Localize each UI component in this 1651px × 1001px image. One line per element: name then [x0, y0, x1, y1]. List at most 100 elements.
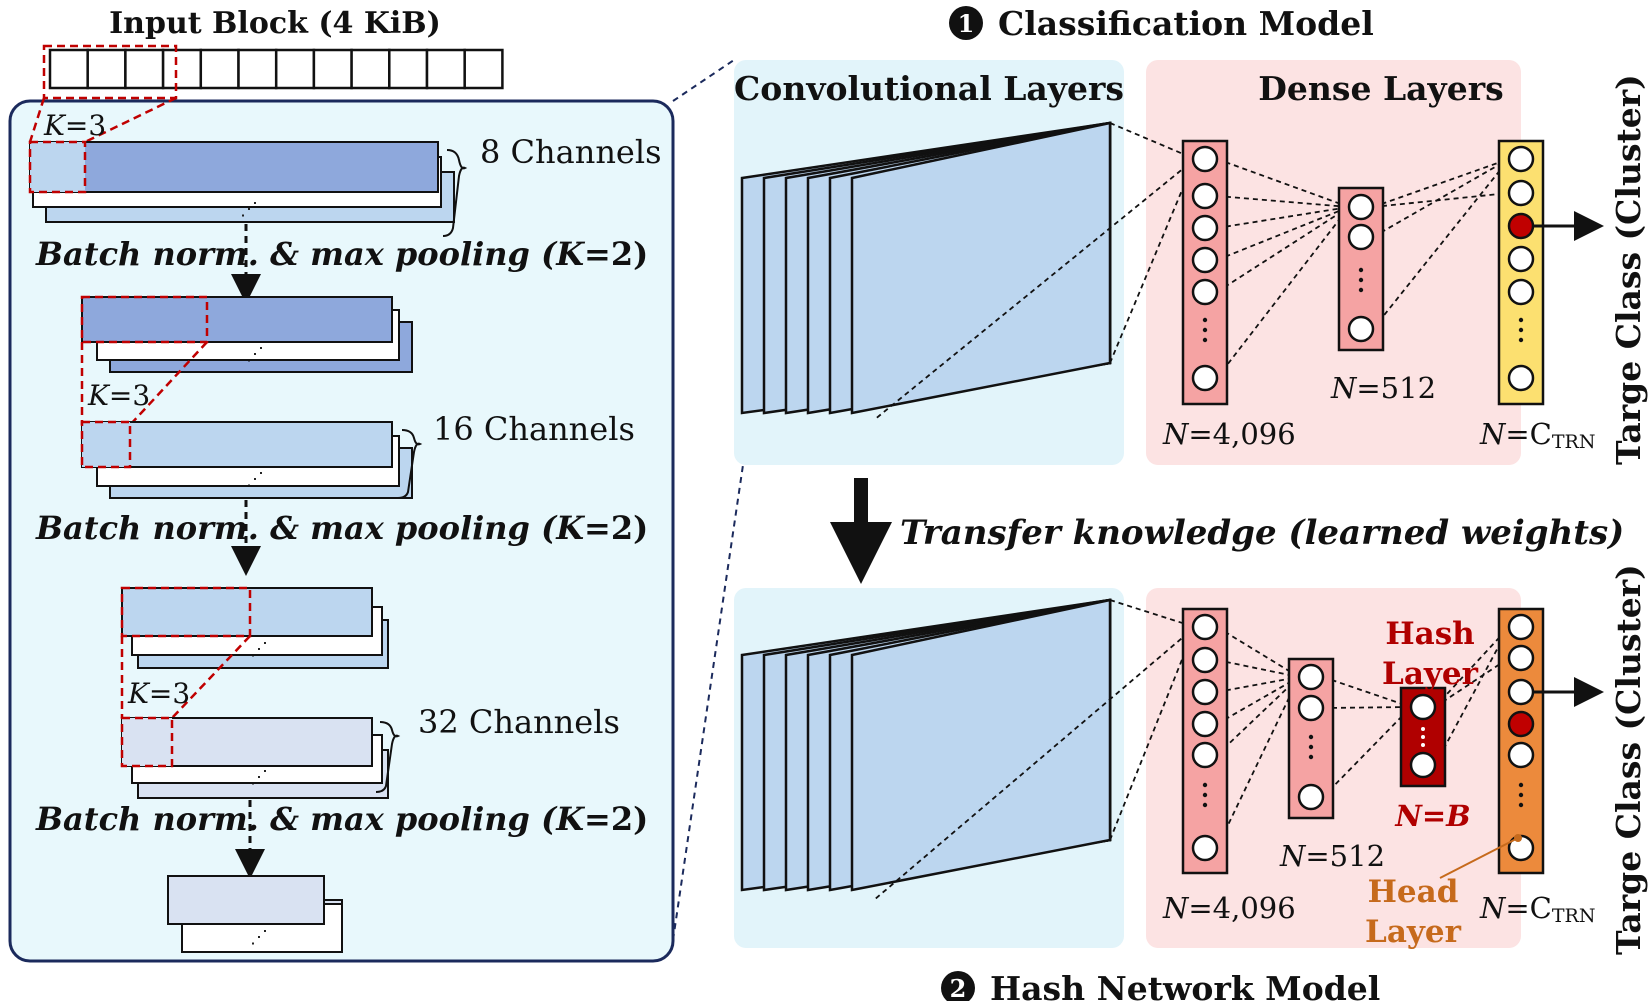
connection [1216, 195, 1350, 208]
input-cell [425, 48, 466, 90]
head-layer-pointer-dot [1514, 834, 1522, 842]
neuron [1507, 741, 1535, 769]
kernel-projection-2 [80, 341, 208, 426]
neuron [1507, 278, 1535, 306]
input-cell [124, 48, 165, 90]
neuron [1409, 693, 1437, 721]
input-cell [48, 48, 89, 90]
ellipsis-dot [1202, 782, 1208, 788]
input-cell [161, 48, 203, 90]
head-layer-pointer [1439, 837, 1519, 879]
input-kernel-projection [28, 44, 178, 144]
neuron [1347, 223, 1375, 251]
ellipsis-dot [1358, 287, 1364, 293]
connection [1322, 706, 1412, 798]
connection [873, 158, 1196, 421]
ellipsis-dot [1518, 327, 1524, 333]
neuron [1297, 783, 1325, 811]
ellipsis-dots: ⋰ [240, 199, 258, 220]
svg-text:1: 1 [958, 9, 975, 38]
connection [1216, 158, 1350, 208]
neuron [1347, 315, 1375, 343]
neuron [1507, 644, 1535, 672]
input-cell [237, 48, 278, 90]
input-cell [350, 48, 391, 90]
feature-map-stack-32ch [120, 716, 389, 799]
input-cell [199, 48, 240, 90]
connection [1216, 206, 1350, 379]
output-label-top: Targe Class (Cluster) [1609, 74, 1648, 465]
connection [1216, 676, 1300, 725]
channel-brace-16 [397, 429, 423, 499]
classification-title: 1 Classification Model [949, 4, 1374, 43]
ellipsis-dot [1421, 727, 1425, 731]
ellipsis-dot [1202, 337, 1208, 343]
connection [1434, 626, 1510, 766]
neuron [1191, 214, 1219, 242]
head-layer-title-2: Layer [1365, 914, 1462, 950]
pool-label-3: Batch norm. & max pooling (K=2) [35, 800, 648, 838]
input-cell [312, 48, 353, 90]
transfer-arrow [830, 478, 892, 584]
ellipsis-dot [1421, 735, 1425, 739]
zoom-line-top [672, 59, 735, 102]
neuron [1507, 710, 1535, 738]
input-block-title: Input Block (4 KiB) [109, 6, 441, 41]
neuron [1191, 278, 1219, 306]
feature-map-stack-pooled-1 [80, 295, 413, 373]
connection [1109, 158, 1196, 364]
channel-label-8: 8 Channels [480, 133, 662, 171]
input-cell [86, 48, 127, 90]
pool-label-2: Batch norm. & max pooling (K=2) [35, 509, 648, 547]
ellipsis-dots: ⋰ [250, 927, 268, 948]
neuron [1507, 678, 1535, 706]
ellipsis-dot [1308, 754, 1314, 760]
dense-layers-top [873, 122, 1604, 421]
hash-layer-n: N=B [1394, 799, 1470, 833]
ellipsis-dot [1421, 743, 1425, 747]
ellipsis-dot [1308, 744, 1314, 750]
svg-text:Hash Network Model: Hash Network Model [990, 969, 1380, 1001]
neuron [1409, 751, 1437, 779]
channel-brace-32 [375, 721, 401, 793]
connection [1372, 158, 1510, 208]
feature-map-stack-pooled-2 [120, 586, 389, 669]
connection [1372, 192, 1510, 208]
hash-layer-title-1: Hash [1385, 616, 1474, 652]
ellipsis-dot [1358, 267, 1364, 273]
neuron [1507, 179, 1535, 207]
feature-map-final-front [167, 875, 325, 925]
kernel-label-2: K=3 [87, 379, 150, 412]
channel-label-32: 32 Channels [418, 703, 620, 741]
ellipsis-dot [1518, 317, 1524, 323]
conv-feature-sheets-bottom [740, 598, 1112, 892]
neuron [1191, 741, 1219, 769]
ellipsis-dot [1202, 802, 1208, 808]
dense-title: Dense Layers [1258, 69, 1503, 108]
feature-map-stack-8ch [28, 140, 455, 223]
svg-text:Classification Model: Classification Model [998, 4, 1374, 43]
input-cell [388, 48, 429, 90]
feature-map-stack-16ch [80, 420, 413, 499]
ellipsis-dot [1202, 792, 1208, 798]
n-label-512-top: N=512 [1330, 371, 1436, 405]
n-label-ctrn-top: N=CTRN [1479, 417, 1595, 453]
ellipsis-dot [1518, 802, 1524, 808]
kernel-projection-3 [120, 635, 251, 719]
channel-label-16: 16 Channels [433, 410, 635, 448]
pool-label-1: Batch norm. & max pooling (K=2) [35, 235, 648, 273]
n-label-512-bottom: N=512 [1279, 839, 1385, 873]
neuron [1507, 613, 1535, 641]
connection [1372, 158, 1510, 330]
connection [1109, 599, 1196, 628]
neuron [1297, 663, 1325, 691]
hash-layer-title-2: Layer [1382, 656, 1479, 692]
ellipsis-dot [1518, 337, 1524, 343]
kernel-label-1: K=3 [43, 109, 106, 142]
head-layer-title-1: Head [1368, 874, 1459, 910]
connection [1216, 676, 1300, 756]
input-block-cells [48, 48, 504, 90]
ellipsis-dot [1308, 734, 1314, 740]
output-label-bottom: Targe Class (Cluster) [1609, 564, 1648, 955]
neuron [1191, 710, 1219, 738]
